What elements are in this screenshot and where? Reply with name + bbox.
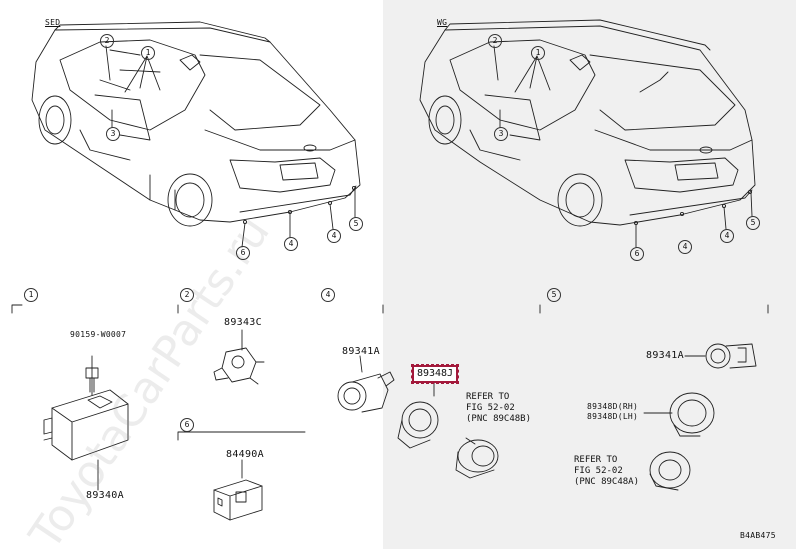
section-marker[interactable]: 1 [24, 288, 38, 302]
view-label-wagon: WG [437, 18, 448, 27]
sensor-89341a-left-illustration [337, 355, 395, 413]
callout-marker[interactable]: 5 [746, 216, 760, 230]
ring-89348d-illustration [643, 392, 715, 437]
refer-note[interactable]: REFER TO FIG 52-02 (PNC 89C48A) [574, 455, 639, 488]
callout-marker[interactable]: 1 [531, 46, 545, 60]
callout-marker[interactable]: 6 [236, 246, 250, 260]
sensor-89343c-illustration [213, 329, 265, 385]
bezel-89c48a-illustration [649, 451, 691, 491]
refer-line: REFER TO [574, 455, 618, 465]
callout-marker[interactable]: 3 [494, 127, 508, 141]
part-label-bolt[interactable]: 90159-W0007 [70, 330, 127, 339]
refer-line: (PNC 89C48B) [466, 414, 532, 424]
diagram-code: B4AB475 [740, 531, 776, 540]
bracket-84490a-illustration [213, 459, 263, 521]
refer-line: FIG 52-02 [466, 403, 515, 413]
callout-marker[interactable]: 1 [141, 46, 155, 60]
section-marker[interactable]: 6 [180, 418, 194, 432]
refer-line: REFER TO [466, 392, 510, 402]
callout-marker[interactable]: 4 [327, 229, 341, 243]
callout-marker[interactable]: 5 [349, 217, 363, 231]
selected-part-label[interactable]: 89348J [411, 364, 459, 384]
refer-line: FIG 52-02 [574, 466, 623, 476]
part-label-sensor-a-right[interactable]: 89341A [646, 350, 684, 361]
part-label-ecu[interactable]: 89340A [86, 490, 124, 501]
callout-marker[interactable]: 2 [100, 34, 114, 48]
wagon-car-illustration [419, 19, 756, 248]
view-label-sedan: SED [45, 18, 61, 27]
section-divider-lines [11, 304, 769, 441]
callout-marker[interactable]: 3 [106, 127, 120, 141]
section-marker[interactable]: 2 [180, 288, 194, 302]
callout-marker[interactable]: 4 [284, 237, 298, 251]
part-label-bracket[interactable]: 84490A [226, 449, 264, 460]
sensor-89341a-right-illustration [684, 343, 757, 369]
wagon-panel-background [383, 0, 796, 549]
refer-line: (PNC 89C48A) [574, 477, 640, 487]
sedan-car-illustration [31, 21, 361, 248]
callout-marker[interactable]: 2 [488, 34, 502, 48]
callout-marker[interactable]: 4 [678, 240, 692, 254]
ecu-illustration [43, 355, 129, 491]
callout-marker[interactable]: 6 [630, 247, 644, 261]
part-label-ring-rh[interactable]: 89348D(RH) [587, 402, 639, 411]
part-label-sensor-c[interactable]: 89343C [224, 317, 262, 328]
part-label-ring-lh[interactable]: 89348D(LH) [587, 412, 639, 421]
section-marker[interactable]: 5 [547, 288, 561, 302]
bezel-89348j-illustration [397, 382, 499, 479]
section-marker[interactable]: 4 [321, 288, 335, 302]
callout-marker[interactable]: 4 [720, 229, 734, 243]
part-label-sensor-a-left[interactable]: 89341A [342, 346, 380, 357]
refer-note[interactable]: REFER TO FIG 52-02 (PNC 89C48B) [466, 392, 531, 425]
